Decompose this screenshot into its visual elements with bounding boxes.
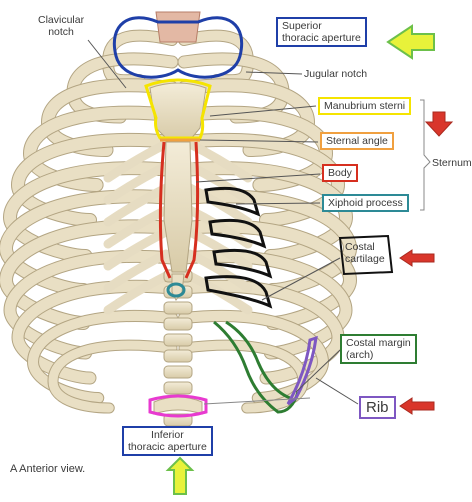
vertebra <box>164 318 192 330</box>
inferior-aperture-label: Inferior thoracic aperture <box>122 426 213 456</box>
sternum-arrow <box>426 112 452 136</box>
xiphoid-process-label: Xiphoid process <box>322 194 409 212</box>
vertebra <box>164 382 192 394</box>
sternum-label: Sternum <box>432 157 472 169</box>
vertebra <box>164 302 192 314</box>
costal-cartilage-label: Costal cartilage <box>345 241 385 265</box>
clavicular-notch-label: Clavicular notch <box>38 14 84 38</box>
rib-label: Rib <box>359 396 396 419</box>
costal-margin-label: Costal margin (arch) <box>340 334 417 364</box>
superior-aperture-label: Superior thoracic aperture <box>276 17 367 47</box>
lumbar-vertebra <box>154 397 202 414</box>
manubrium-label: Manubrium sterni <box>318 97 411 115</box>
superior-arrow <box>388 26 434 58</box>
body-label: Body <box>322 164 358 182</box>
costal-cartilage-arrow <box>400 250 434 266</box>
inferior-arrow <box>168 458 192 494</box>
vertebra <box>164 334 192 346</box>
vertebra <box>164 350 192 362</box>
sternum-bracket <box>420 100 430 210</box>
rib-arrow <box>400 398 434 414</box>
jugular-notch-label: Jugular notch <box>304 68 367 80</box>
rib-leader <box>316 378 358 404</box>
figure-caption: A Anterior view. <box>10 463 85 475</box>
vertebra <box>164 366 192 378</box>
vertebra-top <box>156 12 200 42</box>
sternal-angle-label: Sternal angle <box>320 132 394 150</box>
